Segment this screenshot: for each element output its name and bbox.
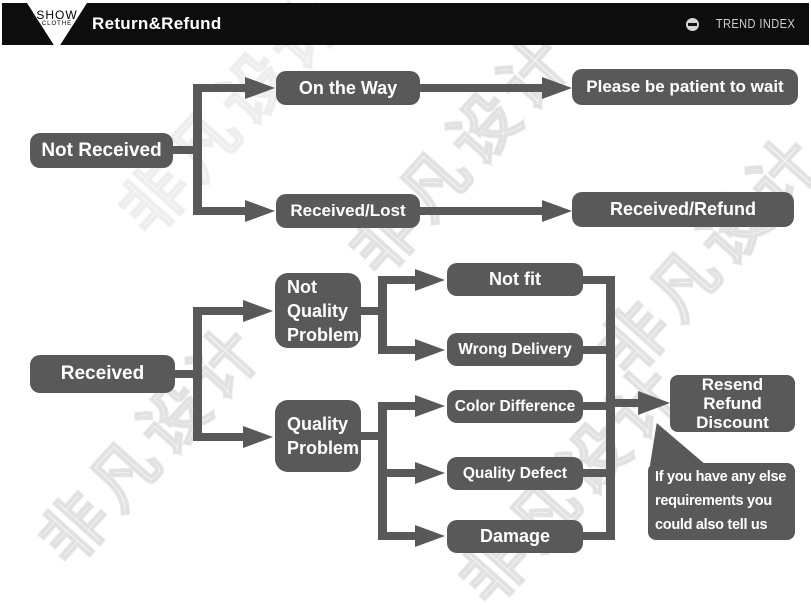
connector-line	[197, 84, 247, 92]
node-wrong-delivery: Wrong Delivery	[447, 333, 583, 366]
node-not-quality-problem: Not Quality Problem	[275, 273, 361, 348]
node-please-be-patient: Please be patient to wait	[572, 69, 798, 105]
arrow-head-icon	[542, 77, 572, 99]
arrow-head-icon	[245, 200, 275, 222]
connector-line	[581, 469, 608, 477]
node-quality-defect: Quality Defect	[447, 457, 583, 490]
connector-line	[359, 307, 387, 315]
connector-line	[581, 532, 608, 540]
connector-line	[197, 307, 243, 315]
connector-line	[197, 433, 243, 441]
connector-line	[384, 469, 416, 477]
arrow-head-icon	[245, 77, 275, 99]
header-bar: SHOW CLOTHE Return&Refund TREND INDEX	[2, 3, 809, 50]
page-title: Return&Refund	[92, 14, 222, 33]
node-not-fit: Not fit	[447, 263, 583, 296]
connector-line	[384, 402, 416, 410]
brand-logo: SHOW CLOTHE	[27, 3, 87, 50]
connector-line	[612, 399, 640, 407]
arrow-head-icon	[638, 391, 670, 415]
node-received-lost: Received/Lost	[276, 194, 420, 228]
watermark-text: 非凡设计	[25, 308, 280, 579]
node-resend-refund-discount: Resend Refund Discount	[670, 375, 795, 432]
connector-line	[606, 276, 615, 540]
connector-line	[193, 307, 202, 441]
logo-text-show: SHOW	[36, 8, 78, 22]
watermark-text: 非凡设计	[335, 18, 590, 289]
connector-line	[384, 346, 416, 354]
arrow-head-icon	[415, 339, 445, 361]
node-color-difference: Color Difference	[447, 390, 583, 423]
connector-line	[172, 370, 202, 378]
arrow-head-icon	[415, 462, 445, 484]
node-received: Received	[30, 355, 175, 393]
connector-line	[384, 276, 416, 284]
connector-line	[197, 207, 247, 215]
connector-line	[384, 532, 416, 540]
node-damage: Damage	[447, 520, 583, 553]
node-not-received: Not Received	[30, 133, 173, 168]
connector-line	[359, 432, 387, 440]
connector-line	[420, 84, 546, 92]
trend-index-label: TREND INDEX	[715, 17, 795, 31]
arrow-head-icon	[415, 395, 445, 417]
circle-minus-icon	[685, 17, 699, 31]
connector-line	[378, 276, 387, 354]
connector-line	[171, 146, 202, 154]
node-received-refund: Received/Refund	[572, 192, 794, 227]
arrow-head-icon	[542, 200, 572, 222]
arrow-head-icon	[415, 269, 445, 291]
arrow-head-icon	[243, 300, 273, 322]
connector-line	[581, 276, 608, 284]
connector-line	[378, 402, 387, 540]
node-on-the-way: On the Way	[276, 71, 420, 105]
connector-line	[193, 84, 202, 215]
trend-index-badge: TREND INDEX	[685, 3, 795, 45]
arrow-head-icon	[415, 525, 445, 547]
node-quality-problem: Quality Problem	[275, 400, 361, 472]
connector-line	[581, 346, 608, 354]
speech-bubble-note: If you have any else requirements you co…	[648, 463, 795, 540]
connector-line	[581, 402, 608, 410]
connector-line	[420, 207, 546, 215]
logo-text-clothe: CLOTHE	[41, 21, 73, 27]
arrow-head-icon	[243, 426, 273, 448]
